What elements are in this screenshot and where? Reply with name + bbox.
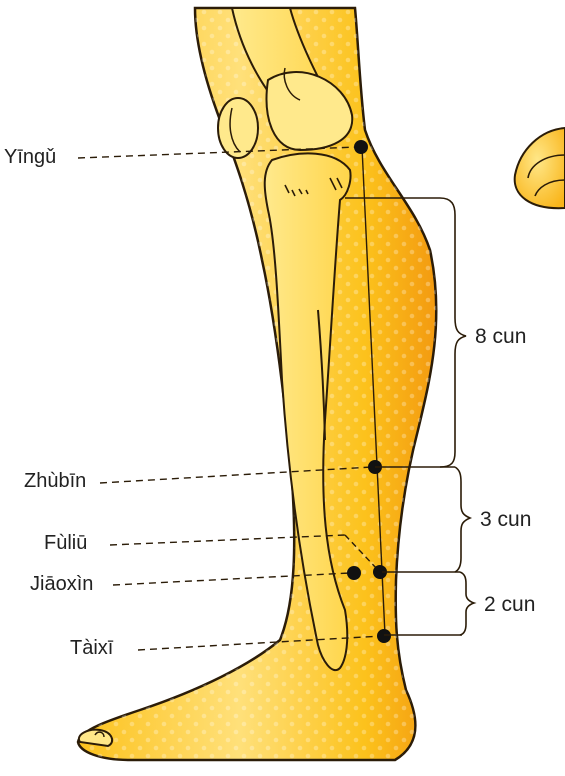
point-label-zhubin: Zhùbīn bbox=[24, 470, 86, 492]
point-label-fuliu: Fùliū bbox=[44, 532, 87, 554]
point-jiaoxin bbox=[347, 566, 361, 580]
measure-label-3-cun: 3 cun bbox=[480, 508, 531, 531]
point-label-jiaoxin: Jiāoxìn bbox=[30, 573, 93, 595]
toes bbox=[79, 730, 112, 746]
side-figure-fragment bbox=[515, 128, 565, 208]
brace-3-cun bbox=[455, 467, 470, 572]
point-yingu bbox=[354, 140, 368, 154]
point-label-taixi: Tàixī bbox=[70, 637, 114, 659]
leg-illustration bbox=[78, 8, 565, 760]
brace-8-cun bbox=[440, 198, 466, 467]
brace-2-cun bbox=[460, 572, 474, 635]
measure-label-8-cun: 8 cun bbox=[475, 325, 526, 348]
point-taixi bbox=[377, 629, 391, 643]
point-label-yingu: Yīngǔ bbox=[4, 146, 56, 168]
measure-label-2-cun: 2 cun bbox=[484, 593, 535, 616]
